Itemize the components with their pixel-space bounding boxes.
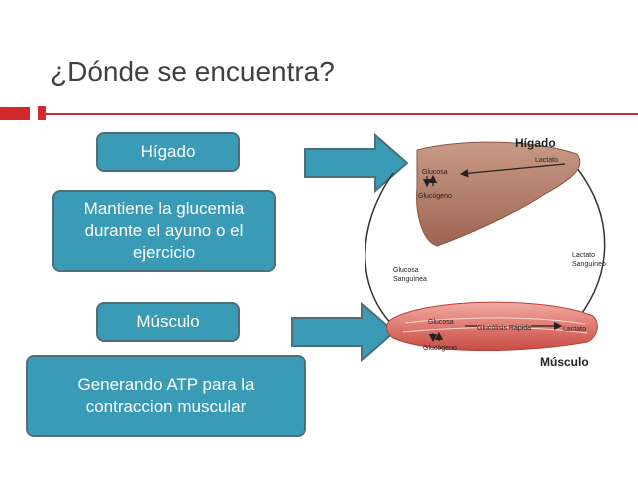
cycle-circle-right [569, 167, 606, 329]
diagram-muscle-glucose: Glucosa [428, 319, 454, 326]
muscle-title-label: Músculo [136, 312, 200, 331]
diagram-blood-lactate: Lactato Sanguíneo [572, 252, 606, 268]
diagram-blood-lactate-line1: Lactato [572, 252, 595, 259]
diagram-liver-glycogen: Glucógeno [418, 193, 452, 200]
diagram-muscle-heading: Músculo [540, 355, 589, 369]
liver-shape [416, 141, 581, 247]
muscle-description-box: Generando ATP para la contraccion muscul… [26, 355, 306, 437]
diagram-muscle-lactate: Lactato [563, 326, 586, 333]
diagram-blood-glucose: Glucosa Sanguínea [393, 267, 427, 283]
liver-description-box: Mantiene la glucemia durante el ayuno o … [52, 190, 276, 272]
liver-title-box: Hígado [96, 132, 240, 172]
muscle-description-text: Generando ATP para la contraccion muscul… [77, 375, 255, 416]
diagram-blood-glucose-line1: Glucosa [393, 267, 419, 274]
cori-cycle-diagram: Hígado Lactato Glucosa Glucógeno Glucosa… [365, 136, 606, 369]
diagram-rapid-glycolysis: Glucólisis Rápida [477, 325, 531, 332]
diagram-blood-lactate-line2: Sanguíneo [572, 261, 606, 268]
diagram-blood-glucose-line2: Sanguínea [393, 276, 427, 283]
title-underline [38, 113, 638, 115]
diagram-muscle-glycogen: Glucógeno [423, 345, 457, 352]
slide-title: ¿Dónde se encuentra? [50, 56, 335, 87]
muscle-arrow-icon [291, 302, 396, 362]
title-accent-block [0, 107, 30, 120]
liver-title-label: Hígado [140, 142, 196, 161]
diagram-liver-lactate: Lactato [535, 157, 558, 164]
liver-description-text: Mantiene la glucemia durante el ayuno o … [83, 199, 245, 262]
diagram-liver-heading: Hígado [515, 136, 556, 150]
diagram-liver-glucose: Glucosa [422, 169, 448, 176]
muscle-title-box: Músculo [96, 302, 240, 342]
cycle-circle [365, 172, 396, 329]
